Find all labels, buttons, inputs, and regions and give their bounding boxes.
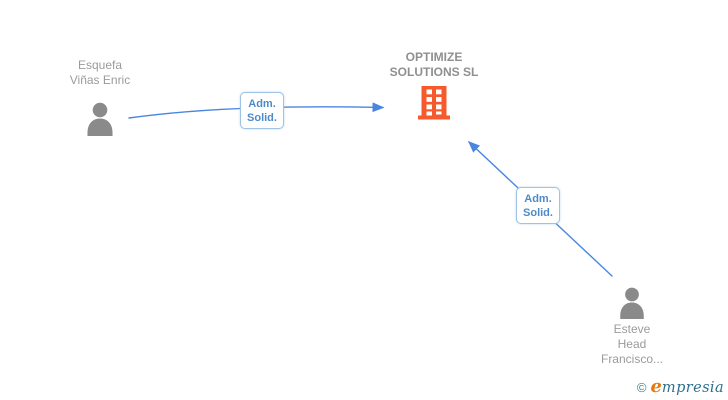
node-person-esteve[interactable]: Esteve Head Francisco... <box>582 287 682 367</box>
brand-initial: e <box>650 376 662 397</box>
person-name-line: Viñas Enric <box>69 73 131 87</box>
edge-label-adm-solid-2[interactable]: Adm. Solid. <box>516 187 560 224</box>
edge-label-line: Solid. <box>247 111 277 124</box>
empresia-watermark: © empresia <box>637 376 724 397</box>
edge-label-line: Adm. <box>248 97 276 110</box>
node-company-optimize-solutions[interactable]: OPTIMIZE SOLUTIONS SL <box>369 50 499 120</box>
person-icon <box>620 287 644 319</box>
company-name-line: OPTIMIZE <box>405 50 463 64</box>
building-icon <box>418 86 450 120</box>
person-name-label: Esquefa Viñas Enric <box>70 58 130 88</box>
person-name-line: Francisco... <box>600 352 663 366</box>
person-name-label: Esteve Head Francisco... <box>601 322 663 367</box>
edge-label-adm-solid-1[interactable]: Adm. Solid. <box>240 92 284 129</box>
person-name-line: Head <box>617 337 647 351</box>
copyright-icon: © <box>636 380 647 395</box>
company-name-line: SOLUTIONS SL <box>389 65 479 79</box>
brand-logo-text: empresia <box>650 376 724 397</box>
edge-label-line: Adm. <box>524 192 552 205</box>
brand-rest: mpresia <box>661 380 724 396</box>
person-name-line: Esteve <box>613 322 651 336</box>
person-name-line: Esquefa <box>77 58 123 72</box>
company-name-label: OPTIMIZE SOLUTIONS SL <box>390 50 479 80</box>
person-icon <box>87 102 113 136</box>
node-person-esquefa[interactable]: Esquefa Viñas Enric <box>38 58 162 136</box>
edge-label-line: Solid. <box>523 206 553 219</box>
